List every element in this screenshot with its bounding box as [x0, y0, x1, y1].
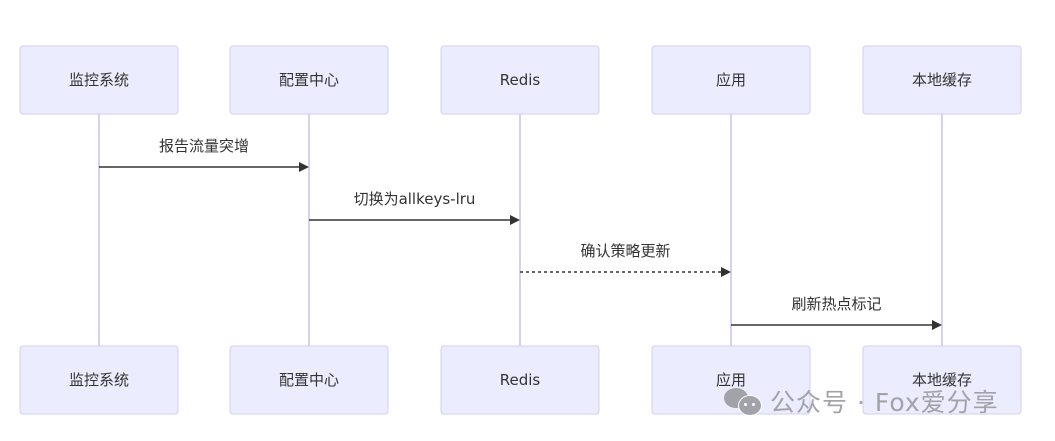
actor-box [862, 45, 1022, 115]
arrowhead-icon [510, 215, 520, 225]
actor-label: 应用 [716, 371, 746, 389]
actor-label: 配置中心 [279, 371, 339, 389]
message-1: 报告流量突增 [99, 137, 309, 172]
actor-label: 应用 [716, 71, 746, 89]
actor-config-bottom[interactable]: 配置中心 [229, 345, 389, 415]
actor-redis-bottom[interactable]: Redis [440, 345, 600, 415]
actor-config-top[interactable]: 配置中心 [229, 45, 389, 115]
actor-box [19, 345, 179, 415]
arrowhead-icon [932, 320, 942, 330]
actor-monitor-top[interactable]: 监控系统 [19, 45, 179, 115]
message-2: 切换为allkeys-lru [309, 190, 520, 225]
wechat-icon [722, 386, 764, 416]
actor-monitor-bottom[interactable]: 监控系统 [19, 345, 179, 415]
actor-label: 本地缓存 [912, 371, 972, 389]
message-label: 切换为allkeys-lru [354, 190, 476, 208]
actor-box [862, 345, 1022, 415]
actor-box [229, 45, 389, 115]
actor-label: Redis [500, 71, 541, 89]
actor-box [651, 345, 811, 415]
message-label: 确认策略更新 [580, 242, 670, 260]
actor-box [651, 45, 811, 115]
watermark-text: 公众号 · Fox爱分享 [770, 388, 999, 417]
arrowhead-icon [299, 162, 309, 172]
arrowhead-icon [721, 267, 731, 277]
actor-box [440, 45, 600, 115]
actor-label: Redis [500, 371, 541, 389]
actor-label: 监控系统 [69, 71, 129, 89]
actor-app-bottom[interactable]: 应用 [651, 345, 811, 415]
actor-box [19, 45, 179, 115]
actor-label: 本地缓存 [912, 71, 972, 89]
actor-localcache-top[interactable]: 本地缓存 [862, 45, 1022, 115]
message-3: 确认策略更新 [520, 242, 731, 277]
actor-app-top[interactable]: 应用 [651, 45, 811, 115]
message-label: 报告流量突增 [159, 137, 249, 155]
actor-box [440, 345, 600, 415]
message-4: 刷新热点标记 [731, 295, 942, 330]
actor-label: 配置中心 [279, 71, 339, 89]
actor-label: 监控系统 [69, 371, 129, 389]
actor-redis-top[interactable]: Redis [440, 45, 600, 115]
watermark: 公众号 · Fox爱分享 [722, 383, 999, 419]
message-label: 刷新热点标记 [791, 295, 881, 313]
actor-localcache-bottom[interactable]: 本地缓存 [862, 345, 1022, 415]
actor-box [229, 345, 389, 415]
